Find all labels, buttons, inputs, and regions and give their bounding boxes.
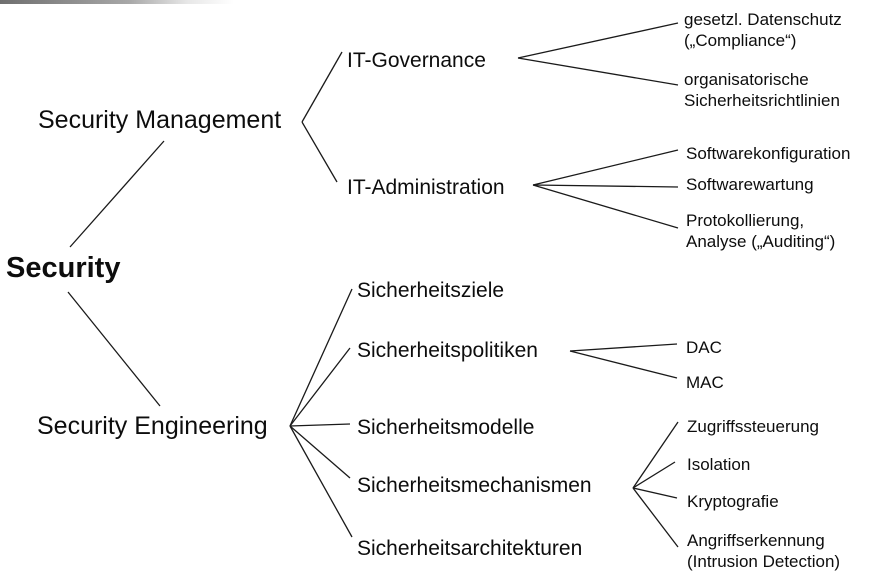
node-sicherheitsmechanismen: Sicherheitsmechanismen — [357, 474, 592, 497]
node-kryptografie: Kryptografie — [687, 492, 779, 511]
edge-security-to-management — [69, 140, 165, 248]
node-softwarekonfiguration: Softwarekonfiguration — [686, 144, 851, 163]
window-edge-artifact — [0, 0, 234, 4]
node-security: Security — [6, 252, 121, 284]
edge-mechanismen-to-zugriffssteuerung — [632, 421, 679, 489]
node-organisatorische-sicherheitsrichtlinien: organisatorische Sicherheitsrichtlinien — [684, 70, 840, 110]
edge-governance-to-richtlinien — [517, 57, 679, 86]
node-security-management: Security Management — [38, 106, 282, 134]
node-sicherheitsziele: Sicherheitsziele — [357, 279, 505, 302]
edge-security-to-engineering — [67, 291, 161, 407]
edge-engineering-to-modelle — [289, 423, 351, 427]
node-sicherheitsarchitekturen: Sicherheitsarchitekturen — [357, 537, 583, 560]
edge-politiken-to-mac — [569, 350, 678, 379]
edge-engineering-to-ziele — [289, 288, 353, 427]
edge-administration-to-protokollierung — [532, 184, 679, 229]
edge-engineering-to-mechanismen — [289, 425, 351, 479]
edge-engineering-to-architekturen — [289, 425, 353, 538]
node-sicherheitsmodelle: Sicherheitsmodelle — [357, 416, 535, 439]
node-angriffserkennung: Angriffserkennung (Intrusion Detection) — [687, 531, 841, 571]
node-dac: DAC — [686, 338, 722, 357]
edge-politiken-to-dac — [569, 343, 678, 352]
edge-management-to-administration — [301, 121, 338, 183]
node-it-governance: IT-Governance — [347, 49, 486, 72]
edge-administration-to-konfiguration — [532, 149, 679, 186]
node-mac: MAC — [686, 373, 724, 392]
edge-mechanismen-to-angriffserkennung — [632, 487, 679, 548]
edge-administration-to-wartung — [532, 184, 679, 188]
node-softwarewartung: Softwarewartung — [686, 175, 814, 194]
node-sicherheitspolitiken: Sicherheitspolitiken — [357, 339, 538, 362]
node-gesetzl-datenschutz: gesetzl. Datenschutz („Compliance“) — [684, 10, 842, 50]
node-it-administration: IT-Administration — [347, 176, 505, 199]
node-isolation: Isolation — [687, 455, 751, 474]
node-security-engineering: Security Engineering — [37, 412, 268, 440]
node-protokollierung-analyse: Protokollierung, Analyse („Auditing“) — [686, 211, 836, 251]
node-zugriffssteuerung: Zugriffssteuerung — [687, 417, 819, 436]
edge-mechanismen-to-isolation — [632, 461, 676, 489]
edge-engineering-to-politiken — [289, 347, 351, 427]
edge-governance-to-datenschutz — [517, 22, 679, 59]
edge-management-to-governance — [301, 51, 343, 123]
edge-mechanismen-to-kryptografie — [632, 487, 678, 499]
